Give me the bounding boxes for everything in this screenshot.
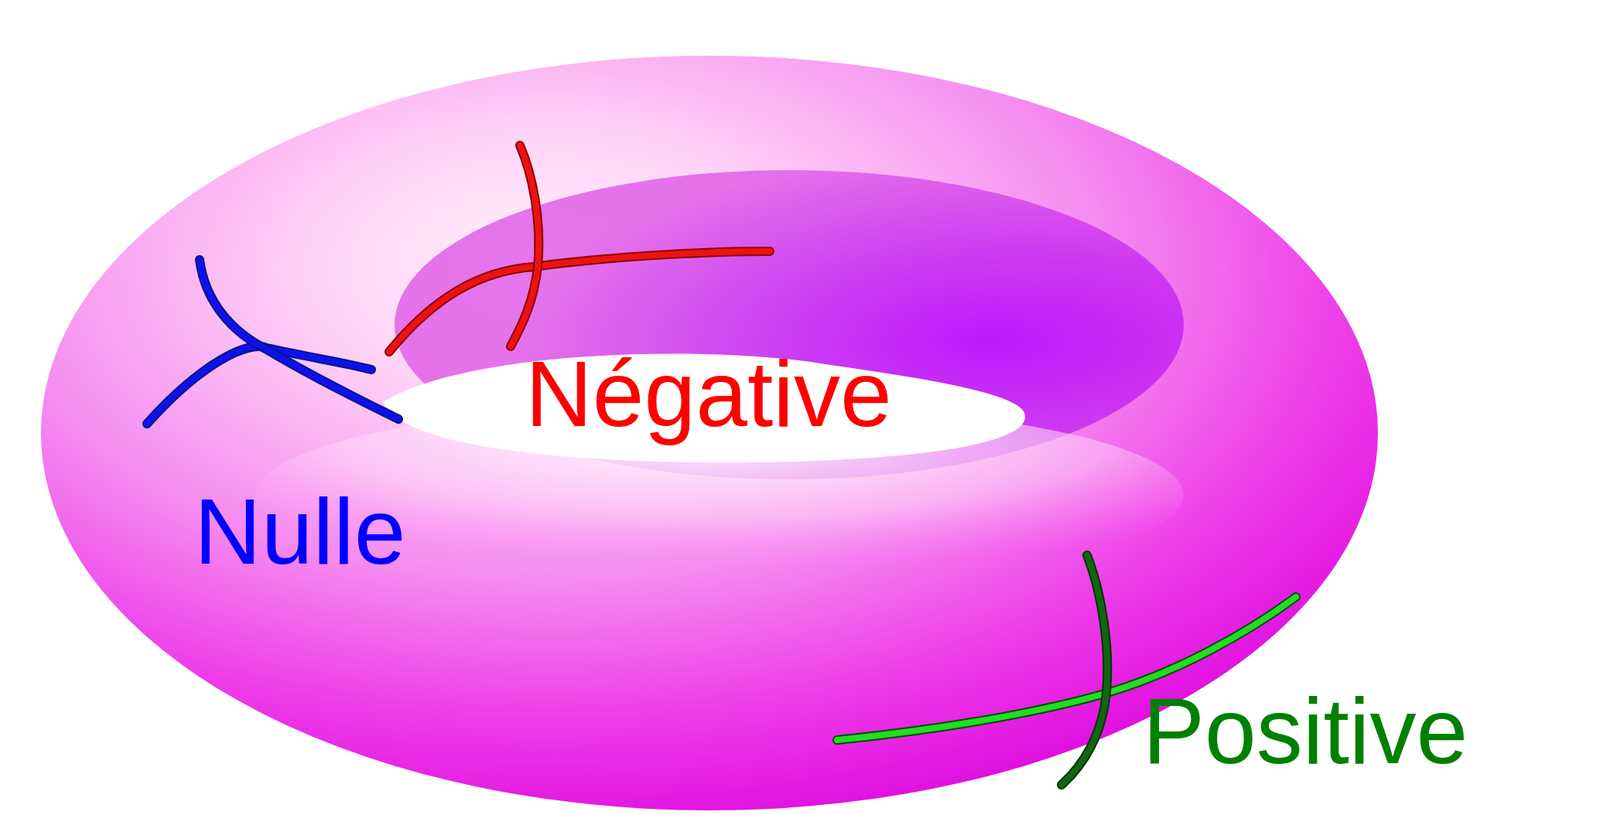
red-cross: [389, 145, 770, 353]
curvature-label: Positive: [1142, 684, 1468, 778]
blue-cross: [147, 259, 399, 424]
curvature-label: Négative: [525, 347, 893, 441]
curvature-label: Nulle: [194, 485, 406, 578]
